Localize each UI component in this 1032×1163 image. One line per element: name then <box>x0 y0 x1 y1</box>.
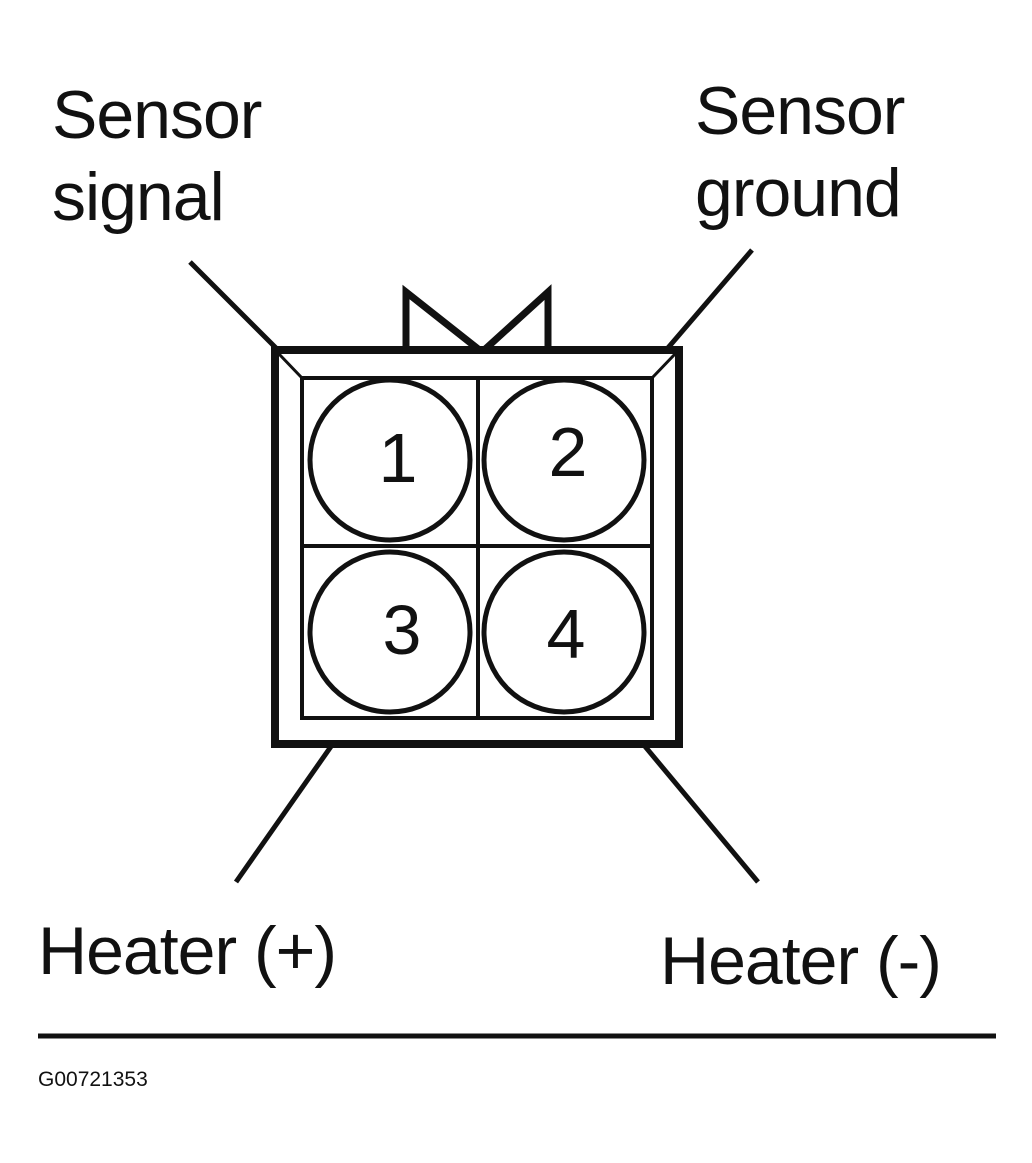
heater-positive-label: Heater (+) <box>38 913 337 989</box>
sensor-ground-label-line-2: ground <box>695 155 902 231</box>
sensor-signal-label-line-1: Sensor <box>52 77 262 153</box>
sensor-signal-label-line-2: signal <box>52 159 225 235</box>
sensor-ground-label: Sensor ground <box>695 70 905 234</box>
heater-negative-label: Heater (-) <box>660 923 942 999</box>
pin-cavity-3 <box>307 549 473 715</box>
pin-number-1: 1 <box>379 419 418 497</box>
sensor-signal-label: Sensor signal <box>52 74 262 238</box>
pin-cavity-2 <box>481 377 647 543</box>
pin-cavity-4 <box>481 549 647 715</box>
figure-id: G00721353 <box>38 1068 148 1091</box>
sensor-ground-label-line-1: Sensor <box>695 73 905 149</box>
pin-number-4: 4 <box>547 595 586 673</box>
pin-cavity-1 <box>307 377 473 543</box>
pin-number-3: 3 <box>383 591 422 669</box>
connector-inner-diagonal <box>650 352 677 380</box>
pin-number-2: 2 <box>549 413 588 491</box>
connector-inner-diagonal <box>277 352 304 380</box>
connector-lock-tab <box>402 284 552 357</box>
